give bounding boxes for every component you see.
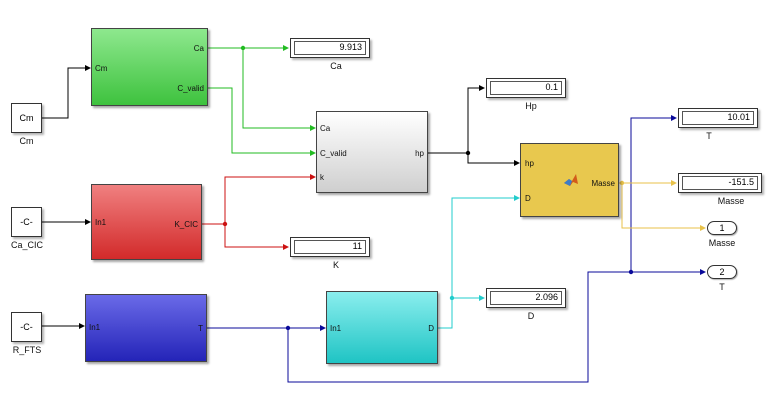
line-hp-to-display [428, 85, 485, 154]
yellow-out-port-masse: Masse [591, 179, 615, 188]
yellow-in-port-hp: hp [525, 159, 534, 168]
line-masse-to-outport [621, 183, 706, 231]
cyan-out-port: D [428, 324, 434, 333]
display-t-label: T [706, 131, 712, 141]
display-hp-label: Hp [525, 101, 537, 111]
line-t-to-display [630, 115, 677, 272]
gray-in-port-cvalid: C_valid [320, 149, 347, 158]
line-cvalid-to-gray [208, 87, 316, 156]
display-k[interactable]: 11 [290, 237, 370, 257]
line-kcic-to-display [224, 224, 289, 250]
outport-masse-label: Masse [708, 238, 736, 248]
gray-in-port-k: k [320, 173, 324, 182]
line-t-loop [287, 271, 631, 383]
display-masse-label: Masse [717, 196, 745, 206]
red-subsystem-block[interactable]: In1 K_CIC [91, 184, 202, 260]
source-r-fts-label: R_FTS [12, 345, 42, 355]
outport-masse[interactable]: 1 [707, 221, 737, 235]
line-kcic-to-gray [202, 174, 316, 225]
display-ca-label: Ca [330, 61, 342, 71]
yellow-in-port-d: D [525, 194, 531, 203]
line-hp-to-yellow [467, 153, 520, 166]
cyan-in-port: In1 [330, 324, 342, 333]
display-masse[interactable]: -151.5 [678, 173, 762, 193]
green-in-port: Cm [95, 64, 108, 73]
matlab-function-block[interactable]: hp D Masse [520, 143, 619, 217]
red-in-port: In1 [95, 218, 107, 227]
line-cm-to-green [42, 65, 91, 119]
gray-out-port-hp: hp [415, 149, 424, 158]
cyan-subsystem-block[interactable]: In1 D [326, 291, 438, 364]
outport-t[interactable]: 2 [707, 265, 737, 279]
blue-in-port: In1 [89, 323, 101, 332]
green-out-port-cvalid: C_valid [177, 84, 204, 93]
display-k-label: K [332, 260, 339, 270]
source-r-fts[interactable]: -C- [11, 312, 42, 342]
line-ca-to-gray [242, 48, 316, 131]
source-cm[interactable]: Cm [11, 103, 42, 133]
source-ca-cic-label: Ca_CIC [10, 240, 43, 250]
source-cm-label: Cm [19, 136, 34, 146]
matlab-function-icon [564, 174, 578, 186]
outport-t-label: T [719, 282, 725, 292]
blue-out-port: T [198, 324, 203, 333]
gray-subsystem-block[interactable]: Ca C_valid k hp [316, 111, 428, 193]
red-out-port: K_CIC [174, 220, 198, 229]
display-ca[interactable]: 9.913 [290, 38, 370, 58]
display-d[interactable]: 2.096 [486, 288, 566, 308]
display-d-label: D [527, 311, 535, 321]
blue-subsystem-block[interactable]: In1 T [85, 294, 207, 362]
green-subsystem-block[interactable]: Cm Ca C_valid [91, 28, 208, 106]
gray-in-port-ca: Ca [320, 124, 331, 133]
source-ca-cic[interactable]: -C- [11, 207, 42, 237]
line-d-to-yellow [451, 195, 520, 298]
display-t[interactable]: 10.01 [678, 108, 758, 128]
green-out-port-ca: Ca [193, 44, 204, 53]
display-hp[interactable]: 0.1 [486, 78, 566, 98]
line-d-to-display [438, 295, 485, 329]
